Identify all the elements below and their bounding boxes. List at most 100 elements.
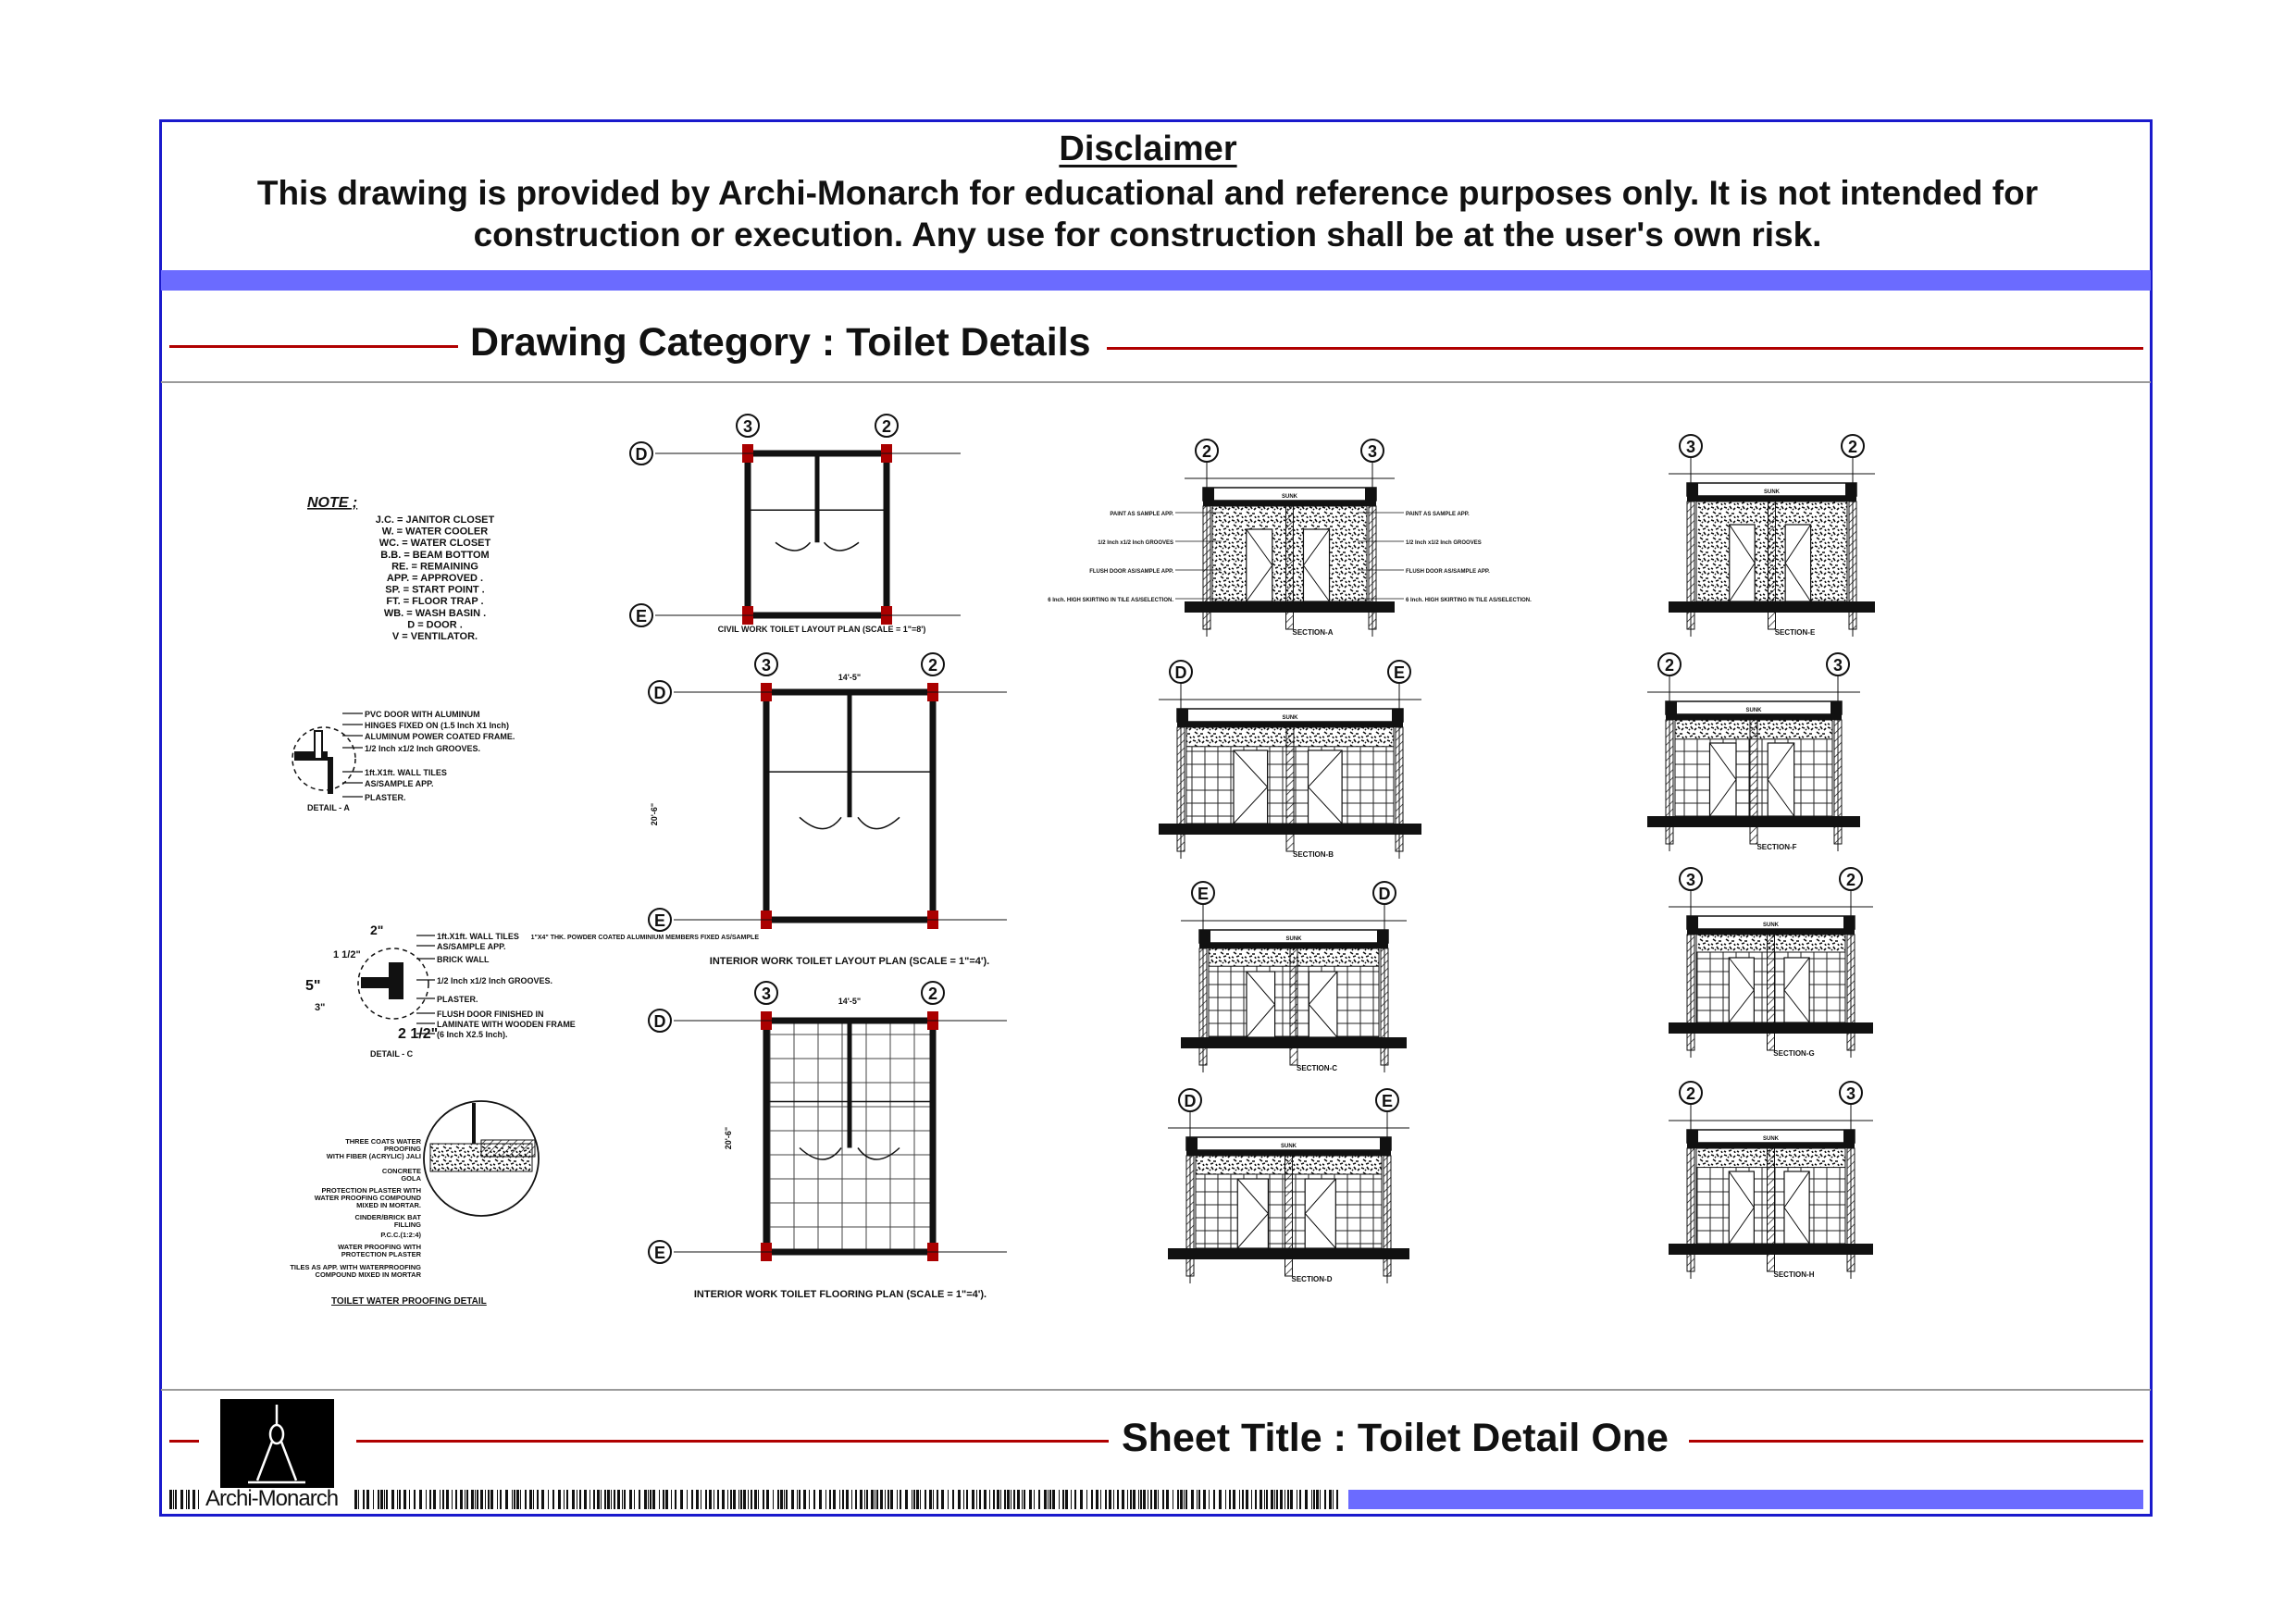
- barcode-bar: [1233, 1490, 1235, 1509]
- detail-c-label: AS/SAMPLE APP.: [437, 942, 506, 951]
- detail-a-label: PLASTER.: [365, 793, 406, 802]
- grid-label: D: [1379, 885, 1391, 903]
- door: [1708, 742, 1737, 817]
- barcode-bar: [512, 1490, 513, 1509]
- detail-a-label: ALUMINUM POWER COATED FRAME.: [365, 732, 515, 741]
- barcode-bar: [839, 1490, 840, 1509]
- grid-bubble: [629, 441, 653, 465]
- barcode-bar: [1287, 1490, 1289, 1509]
- barcode-bar: [709, 1490, 712, 1509]
- beam: [1199, 930, 1210, 943]
- barcode-bar: [1100, 1490, 1101, 1509]
- barcode-bar: [1080, 1490, 1083, 1509]
- dimension-label: 20'-6": [650, 803, 659, 825]
- barcode-bar: [648, 1490, 649, 1509]
- slab-label: SUNK: [1764, 489, 1781, 495]
- barcode-bar: [1122, 1490, 1124, 1509]
- barcode-bar: [1229, 1490, 1231, 1509]
- grid-bubble: [1679, 434, 1703, 458]
- grid-label: E: [1382, 1092, 1393, 1110]
- barcode-bar: [979, 1490, 981, 1509]
- grid-bubble: [1195, 439, 1219, 463]
- barcode-bar: [1091, 1490, 1093, 1509]
- compass-icon: [248, 1405, 305, 1484]
- barcode-bar: [933, 1490, 934, 1509]
- grid-label: 2: [928, 656, 937, 675]
- barcode-bar: [958, 1490, 961, 1509]
- grid-bubble: [648, 680, 672, 704]
- door-swing: [1728, 957, 1756, 1023]
- door: [1784, 524, 1812, 602]
- barcode-bar: [727, 1490, 728, 1509]
- detail-a-circle: [292, 726, 356, 791]
- barcode-bar: [851, 1490, 852, 1509]
- barcode-bar: [803, 1490, 806, 1509]
- wall-hatch: [1289, 948, 1298, 1066]
- beam: [1687, 1130, 1698, 1143]
- barcode-bar: [1336, 1490, 1338, 1509]
- waterproofing-label: TILES AS APP. WITH WATERPROOFING: [290, 1263, 421, 1271]
- waterproofing-label: CINDER/BRICK BAT: [354, 1213, 421, 1221]
- door: [1236, 1178, 1270, 1249]
- barcode-bar: [552, 1490, 554, 1509]
- barcode-bar: [1096, 1490, 1098, 1509]
- door-swing: [1784, 524, 1812, 602]
- detail-c-label: BRICK WALL: [437, 955, 490, 964]
- grid-bubble: [648, 1009, 672, 1033]
- barcode-bar: [505, 1490, 508, 1509]
- barcode-bar: [514, 1490, 515, 1509]
- barcode-bar: [604, 1490, 606, 1509]
- barcode-bar: [1140, 1490, 1142, 1509]
- barcode-bar: [890, 1490, 893, 1509]
- slab: [1177, 722, 1403, 727]
- door-swing: [775, 541, 860, 551]
- barcode-bar: [1109, 1490, 1111, 1509]
- barcode-bar: [186, 1490, 187, 1509]
- barcode-bar: [391, 1490, 394, 1509]
- barcode-bar: [1324, 1490, 1326, 1509]
- barcode-bar: [1113, 1490, 1114, 1509]
- door-swing: [1709, 742, 1737, 817]
- barcode-bar: [354, 1490, 357, 1509]
- slab: [1203, 501, 1376, 506]
- grid-label: 2: [882, 417, 891, 436]
- detail-a-door: [314, 730, 323, 760]
- door: [1729, 524, 1756, 602]
- barcode-bar: [740, 1490, 742, 1509]
- detail-a-label: 1/2 Inch x1/2 Inch GROOVES.: [365, 744, 480, 753]
- note-item: D = DOOR .: [407, 619, 463, 630]
- barcode-bar: [1154, 1490, 1157, 1509]
- detail-c-title: DETAIL - C: [370, 1049, 414, 1059]
- barcode-bar: [617, 1490, 620, 1509]
- barcode-bar: [1117, 1490, 1119, 1509]
- detail-a-label: 1ft.X1ft. WALL TILES: [365, 768, 447, 777]
- barcode-bar: [989, 1490, 990, 1509]
- grid-bubble: [1178, 1088, 1202, 1112]
- detail-c-label: 1/2 Inch x1/2 Inch GROOVES.: [437, 976, 552, 985]
- grid-bubble: [921, 981, 945, 1005]
- floor-slab: [1168, 1248, 1409, 1259]
- barcode-bar: [937, 1490, 938, 1509]
- notes-heading: NOTE ;: [307, 495, 357, 511]
- door-swing: [1307, 750, 1343, 824]
- barcode-bar: [751, 1490, 752, 1509]
- barcode-bar: [399, 1490, 401, 1509]
- sheet-rule-left-short: [169, 1440, 199, 1443]
- floor-slab: [1185, 601, 1395, 613]
- slab-label: SUNK: [1282, 715, 1298, 721]
- door: [1783, 1171, 1810, 1245]
- barcode-bar: [622, 1490, 623, 1509]
- waterproofing-label: CONCRETE: [382, 1167, 421, 1175]
- barcode-bar: [475, 1490, 476, 1509]
- barcode-bar: [900, 1490, 901, 1509]
- door-swing: [1767, 742, 1795, 817]
- grid-label: E: [1198, 885, 1209, 903]
- grid-bubble: [1839, 867, 1863, 891]
- barcode-bar: [1316, 1490, 1319, 1509]
- barcode-bar: [887, 1490, 889, 1509]
- barcode-bar: [525, 1490, 527, 1509]
